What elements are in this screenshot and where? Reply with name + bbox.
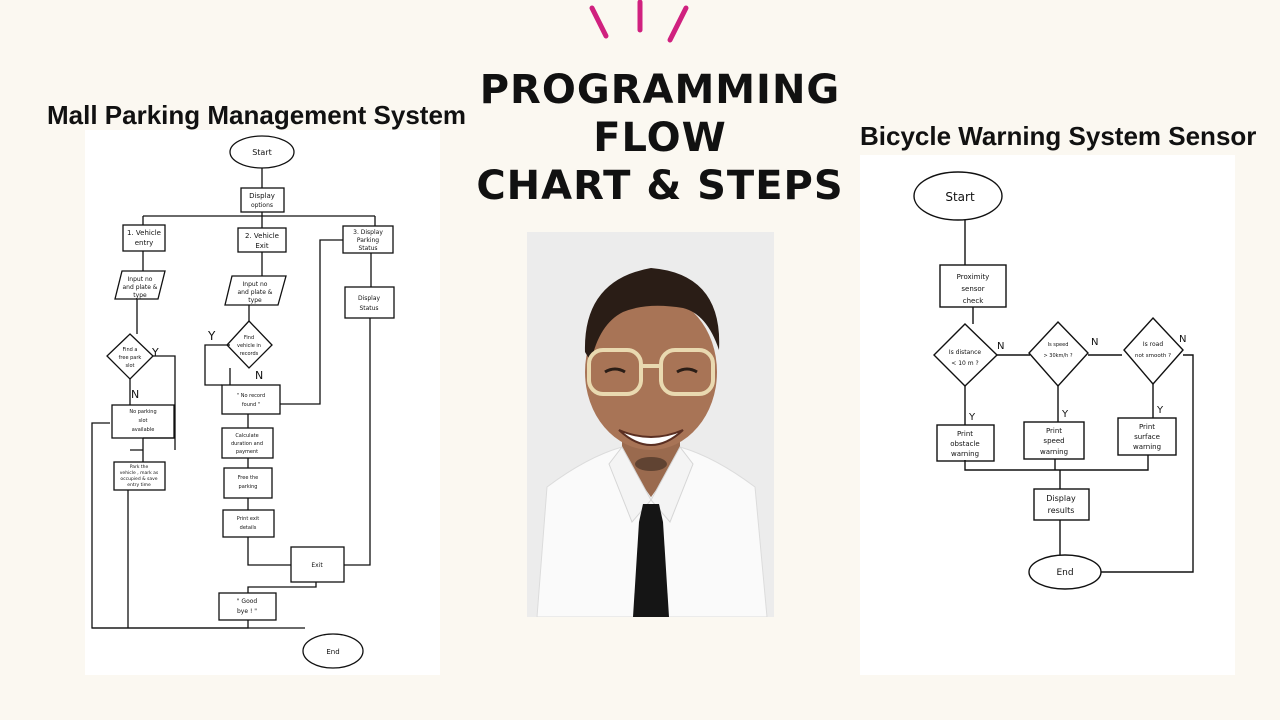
left-diagram-title: Mall Parking Management System [47, 100, 467, 130]
label-yes-3: Y [1156, 405, 1164, 416]
node-find-vehicle: Find [244, 335, 254, 341]
label-no-1: N [131, 388, 139, 401]
node-display-parking-2: Parking [357, 237, 379, 244]
node-surface-3: warning [1133, 443, 1161, 451]
node-end: End [326, 648, 339, 656]
node-no-slot: No parking [129, 409, 156, 415]
node-surface: Print [1139, 423, 1155, 431]
node-find-slot: Find a [123, 347, 138, 353]
node-speed-2: > 30km/h ? [1043, 353, 1072, 359]
node-end: End [1056, 568, 1073, 578]
left-flowchart-sheet: Start Display options 1. Vehicle entry 2… [85, 130, 440, 675]
label-yes-2: Y [207, 329, 216, 343]
node-road-2: not smooth ? [1135, 353, 1171, 359]
node-vehicle-entry: 1. Vehicle [127, 229, 161, 237]
node-display-results: Display [1046, 494, 1076, 503]
node-no-slot-2: slot [138, 418, 147, 424]
node-calculate-3: payment [236, 449, 258, 455]
node-speed-warning-3: warning [1040, 448, 1068, 456]
label-no-1: N [997, 341, 1004, 352]
node-calculate: Calculate [235, 433, 258, 439]
node-display-status: Display [358, 295, 381, 302]
node-proximity-2: sensor [961, 285, 984, 293]
node-find-vehicle-3: records [240, 351, 259, 357]
label-yes-1: Y [968, 412, 976, 423]
node-goodbye: " Good [237, 598, 258, 605]
node-park-3: occupied & save [120, 476, 157, 482]
node-vehicle-entry-2: entry [135, 239, 154, 247]
mall-parking-flowchart: Start Display options 1. Vehicle entry 2… [91, 135, 395, 669]
right-diagram-title: Bicycle Warning System Sensor [860, 121, 1257, 151]
node-no-record-2: found " [242, 402, 260, 408]
node-road: Is road [1143, 341, 1163, 348]
label-no-2: N [1091, 337, 1098, 348]
node-start: Start [252, 148, 272, 157]
node-proximity-3: check [963, 297, 984, 305]
node-park: Park the [130, 464, 149, 470]
node-speed-warning-2: speed [1043, 437, 1064, 445]
node-obstacle: Print [957, 430, 973, 438]
presenter-photo [527, 232, 774, 617]
node-park-2: vehicle , mark as [120, 470, 159, 476]
node-input-exit: Input no [243, 281, 268, 288]
node-no-slot-3: available [132, 427, 155, 433]
page-title: PROGRAMMING FLOW CHART & STEPS [450, 66, 870, 210]
node-find-vehicle-2: vehicle in [237, 343, 261, 349]
node-proximity: Proximity [957, 273, 990, 281]
node-obstacle-3: warning [951, 450, 979, 458]
node-calculate-2: duration and [231, 441, 263, 447]
node-surface-2: surface [1134, 433, 1160, 441]
node-obstacle-2: obstacle [950, 440, 980, 448]
presenter-illustration [527, 232, 774, 617]
node-display-status-2: Status [359, 305, 378, 312]
node-speed-warning: Print [1046, 427, 1062, 435]
node-display-results-2: results [1048, 506, 1075, 515]
node-input-entry-2: and plate & [123, 284, 158, 291]
node-input-entry: Input no [128, 276, 153, 283]
node-display-parking: 3. Display [353, 229, 383, 236]
node-speed: Is speed [1048, 342, 1069, 348]
sparkle-icon [589, 0, 689, 43]
node-no-record: " No record [237, 393, 265, 399]
node-start: Start [945, 190, 975, 204]
node-print-exit-2: details [240, 525, 257, 531]
bicycle-warning-flowchart: Start Proximity sensor check Is distance… [913, 171, 1194, 590]
node-park-4: entry time [127, 482, 151, 488]
node-display-parking-3: Status [358, 245, 377, 252]
node-free-parking-2: parking [239, 484, 258, 490]
label-no-3: N [1179, 334, 1186, 345]
title-line-1: PROGRAMMING FLOW [479, 67, 841, 161]
label-no-2: N [255, 369, 263, 382]
node-find-slot-3: slot [125, 363, 134, 369]
node-input-entry-3: type [133, 292, 147, 299]
node-find-slot-2: free park [119, 355, 142, 361]
node-vehicle-exit-2: Exit [255, 242, 269, 250]
node-input-exit-3: type [248, 297, 262, 304]
node-distance: Is distance [949, 349, 982, 356]
node-display-options-2: options [251, 202, 273, 209]
node-input-exit-2: and plate & [238, 289, 273, 296]
title-line-2: CHART & STEPS [476, 163, 844, 209]
node-display-options: Display [249, 192, 275, 200]
node-distance-2: < 10 m ? [951, 360, 978, 367]
label-yes-2: Y [1061, 409, 1069, 420]
node-goodbye-2: bye ! " [237, 608, 257, 615]
label-yes-1: Y [151, 346, 159, 359]
node-vehicle-exit: 2. Vehicle [245, 232, 279, 240]
node-exit: Exit [311, 562, 323, 569]
node-free-parking: Free the [238, 475, 258, 481]
node-print-exit: Print exit [237, 516, 259, 522]
right-flowchart-sheet: Start Proximity sensor check Is distance… [860, 155, 1235, 675]
